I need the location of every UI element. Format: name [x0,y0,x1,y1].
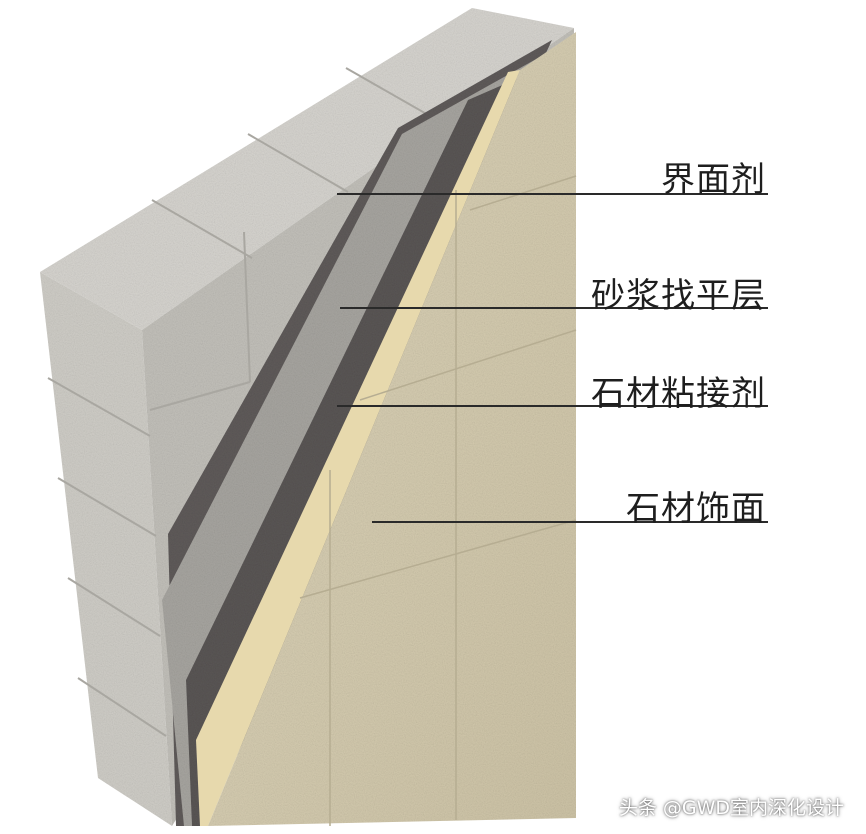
layer-stone-edge [196,70,520,826]
stone-panel-joints [299,175,577,826]
label-mortar-leveling: 砂浆找平层 [591,276,766,316]
block-wall-end-face [40,272,172,826]
leader-lines [337,193,768,523]
layer-stone-facing [208,32,576,826]
label-stone-facing: 石材饰面 [626,489,766,529]
label-interface-agent: 界面剂 [661,160,766,200]
label-stone-adhesive: 石材粘接剂 [591,374,766,414]
watermark: 头条 @GWD室内深化设计 [618,797,844,819]
